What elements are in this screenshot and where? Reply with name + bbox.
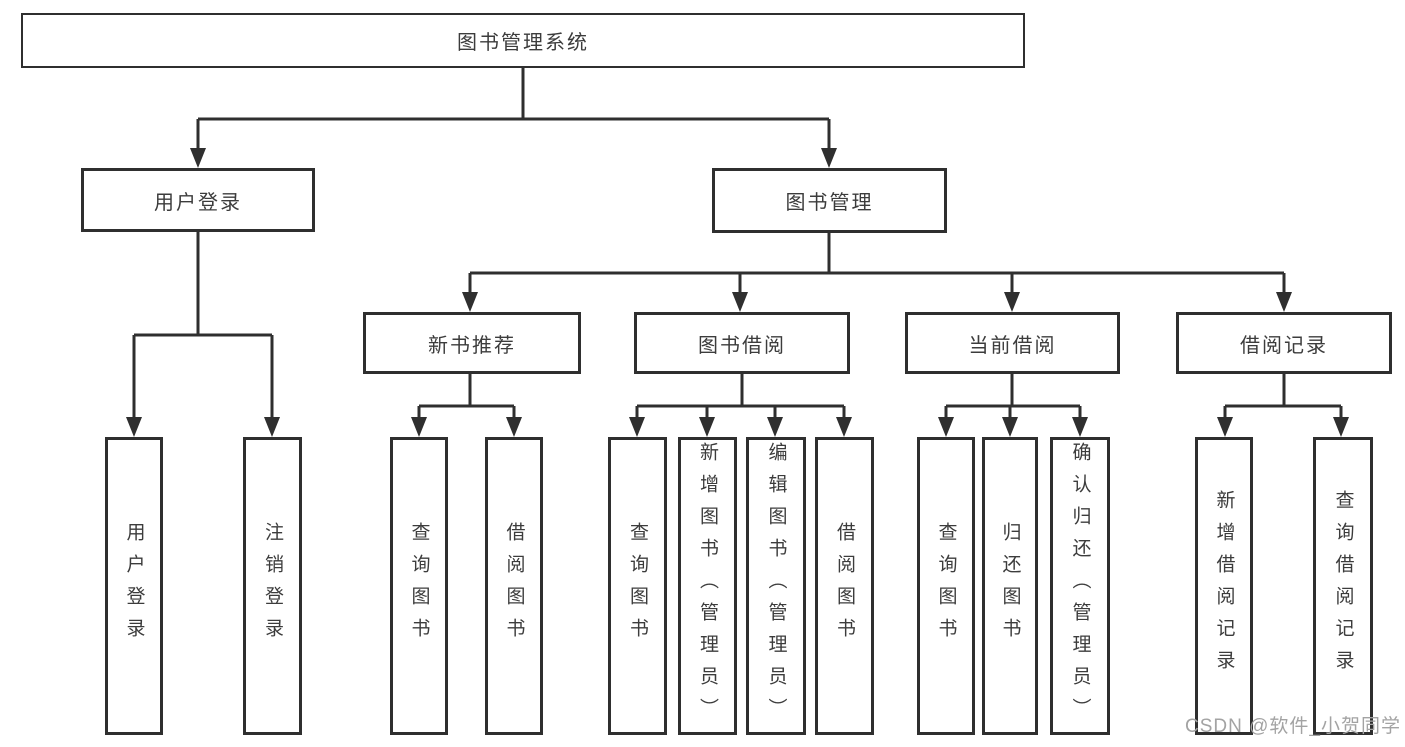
arrowhead-icon — [1072, 417, 1088, 437]
node-new-book-recommend: 新书推荐 — [363, 312, 581, 374]
leaf-borrow-books-1: 借阅图书 — [485, 437, 543, 735]
arrowhead-icon — [1002, 417, 1018, 437]
arrowhead-icon — [126, 417, 142, 437]
arrowhead-icon — [462, 292, 478, 312]
leaf-confirm-return-admin: 确认归还（管理员） — [1050, 437, 1110, 735]
node-label: 确认归还（管理员） — [1069, 442, 1091, 730]
node-label: 新增借阅记录 — [1213, 490, 1235, 682]
node-label: 归还图书 — [999, 522, 1021, 650]
watermark: CSDN @软件_小贺同学 — [1185, 716, 1401, 737]
leaf-query-books-1: 查询图书 — [390, 437, 448, 735]
node-label: 查询图书 — [408, 522, 430, 650]
leaf-add-borrow-record: 新增借阅记录 — [1195, 437, 1253, 735]
arrowhead-icon — [699, 417, 715, 437]
node-label: 查询借阅记录 — [1332, 490, 1354, 682]
arrowhead-icon — [732, 292, 748, 312]
arrowhead-icon — [264, 417, 280, 437]
leaf-logout: 注销登录 — [243, 437, 302, 735]
connector-path — [132, 68, 1343, 419]
node-label: 注销登录 — [262, 522, 283, 650]
arrowhead-icon — [506, 417, 522, 437]
leaf-query-books-3: 查询图书 — [917, 437, 975, 735]
leaf-return-book: 归还图书 — [982, 437, 1038, 735]
node-current-borrow: 当前借阅 — [905, 312, 1120, 374]
leaf-query-borrow-record: 查询借阅记录 — [1313, 437, 1373, 735]
leaf-add-book-admin: 新增图书（管理员） — [678, 437, 737, 735]
arrowhead-icon — [938, 417, 954, 437]
arrowhead-icon — [411, 417, 427, 437]
arrowhead-icon — [1217, 417, 1233, 437]
node-root: 图书管理系统 — [21, 13, 1025, 68]
node-book-management: 图书管理 — [712, 168, 947, 233]
node-label: 用户登录 — [123, 522, 145, 650]
leaf-borrow-books-2: 借阅图书 — [815, 437, 874, 735]
leaf-edit-book-admin: 编辑图书（管理员） — [746, 437, 806, 735]
arrowhead-icon — [836, 417, 852, 437]
node-label: 编辑图书（管理员） — [765, 442, 787, 730]
node-label: 新增图书（管理员） — [697, 442, 718, 730]
arrowhead-icon — [190, 148, 206, 168]
node-label: 查询图书 — [935, 522, 957, 650]
leaf-query-books-2: 查询图书 — [608, 437, 667, 735]
arrowhead-icon — [821, 148, 837, 168]
node-user-login: 用户登录 — [81, 168, 315, 232]
arrowhead-icon — [1004, 292, 1020, 312]
arrowhead-icon — [629, 417, 645, 437]
node-label: 查询图书 — [627, 522, 648, 650]
node-label: 借阅图书 — [503, 522, 525, 650]
arrowhead-icon — [767, 417, 783, 437]
leaf-user-login: 用户登录 — [105, 437, 163, 735]
node-borrow-records: 借阅记录 — [1176, 312, 1392, 374]
node-label: 借阅图书 — [834, 522, 855, 650]
node-book-borrow: 图书借阅 — [634, 312, 850, 374]
arrowhead-icon — [1276, 292, 1292, 312]
arrowhead-icon — [1333, 417, 1349, 437]
